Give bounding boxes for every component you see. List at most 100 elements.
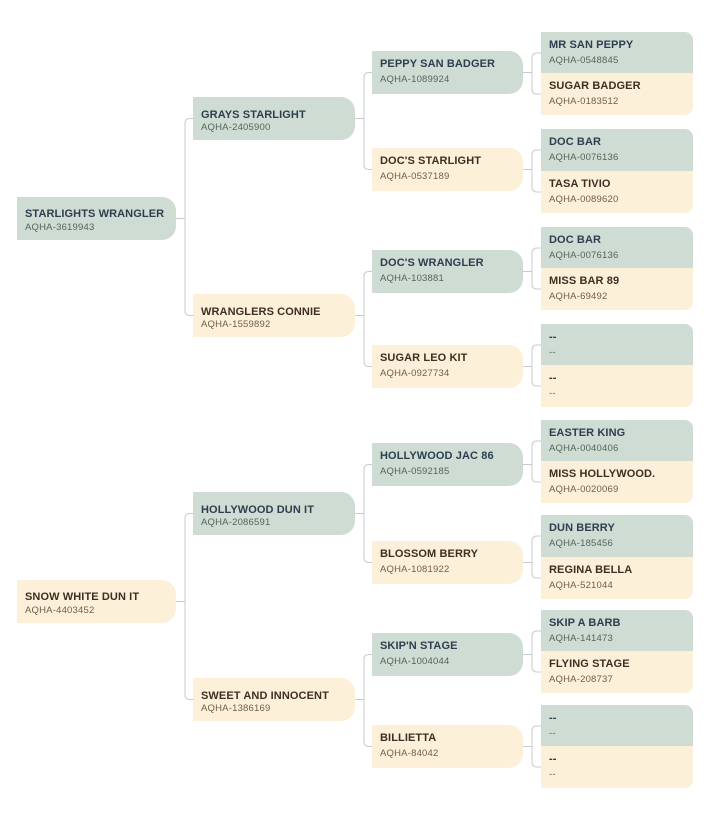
dam-sire-1-registration: AQHA-103881 — [380, 273, 444, 284]
great-grandparent-2-7-name: -- — [549, 712, 557, 724]
great-grandparent-1-7-name: -- — [549, 331, 557, 343]
sire-dam-2-registration: AQHA-1081922 — [380, 564, 450, 575]
great-grandparent-2-1-card[interactable]: EASTER KING AQHA-0040406 — [541, 420, 693, 462]
great-grandparent-2-2-name: MISS HOLLYWOOD. — [549, 468, 656, 480]
sire-dam-2-card[interactable]: BLOSSOM BERRY AQHA-1081922 — [372, 541, 523, 584]
dam-sire-2-card[interactable]: SKIP'N STAGE AQHA-1004044 — [372, 633, 523, 676]
great-grandparent-2-6-registration: AQHA-208737 — [549, 674, 613, 685]
sire-2-name: HOLLYWOOD DUN IT — [201, 504, 315, 516]
subject-2-card[interactable]: SNOW WHITE DUN IT AQHA-4403452 — [17, 580, 176, 623]
dam-dam-1-name: SUGAR LEO KIT — [380, 352, 468, 364]
dam-2-name: SWEET AND INNOCENT — [201, 690, 329, 702]
dam-sire-2-name: SKIP'N STAGE — [380, 640, 458, 652]
subject-1-name: STARLIGHTS WRANGLER — [25, 208, 165, 220]
great-grandparent-2-7-card[interactable]: -- -- — [541, 705, 693, 747]
great-grandparent-2-8-name: -- — [549, 753, 557, 765]
sire-sire-2-card[interactable]: HOLLYWOOD JAC 86 AQHA-0592185 — [372, 443, 523, 486]
connector-gp-2-1 — [523, 440, 541, 483]
sire-2-registration: AQHA-2086591 — [201, 517, 271, 528]
sire-dam-2-name: BLOSSOM BERRY — [380, 548, 479, 560]
sire-dam-1-registration: AQHA-0537189 — [380, 171, 450, 182]
sire-sire-1-card[interactable]: PEPPY SAN BADGER AQHA-1089924 — [372, 51, 523, 94]
dam-dam-2-name: BILLIETTA — [380, 732, 437, 744]
great-grandparent-1-3-registration: AQHA-0076136 — [549, 152, 619, 163]
great-grandparent-2-2-card[interactable]: MISS HOLLYWOOD. AQHA-0020069 — [541, 461, 693, 503]
connector-gp-2-2 — [523, 535, 541, 579]
sire-sire-2-name: HOLLYWOOD JAC 86 — [380, 450, 494, 462]
great-grandparent-2-3-card[interactable]: DUN BERRY AQHA-185456 — [541, 515, 693, 557]
sire-sire-1-name: PEPPY SAN BADGER — [380, 58, 496, 70]
great-grandparent-2-5-card[interactable]: SKIP A BARB AQHA-141473 — [541, 610, 693, 652]
great-grandparent-1-1-name: MR SAN PEPPY — [549, 39, 634, 51]
dam-1-registration: AQHA-1559892 — [201, 319, 271, 330]
great-grandparent-2-4-card[interactable]: REGINA BELLA AQHA-521044 — [541, 557, 693, 599]
connector-gp-2-4 — [523, 725, 541, 768]
connector-subject-2 — [176, 513, 193, 700]
dam-1-name: WRANGLERS CONNIE — [201, 306, 321, 318]
sire-dam-1-name: DOC'S STARLIGHT — [380, 155, 482, 167]
great-grandparent-1-2-card[interactable]: SUGAR BADGER AQHA-0183512 — [541, 73, 693, 115]
great-grandparent-2-1-registration: AQHA-0040406 — [549, 443, 619, 454]
dam-dam-1-card[interactable]: SUGAR LEO KIT AQHA-0927734 — [372, 345, 523, 388]
sire-dam-1-card[interactable]: DOC'S STARLIGHT AQHA-0537189 — [372, 148, 523, 191]
connector-sire-2 — [355, 464, 372, 563]
dam-sire-2-registration: AQHA-1004044 — [380, 656, 450, 667]
great-grandparent-1-1-registration: AQHA-0548845 — [549, 55, 619, 66]
great-grandparent-2-3-registration: AQHA-185456 — [549, 538, 613, 549]
great-grandparent-1-6-name: MISS BAR 89 — [549, 275, 620, 287]
connector-gp-1-3 — [523, 247, 541, 290]
great-grandparent-2-3-name: DUN BERRY — [549, 522, 615, 534]
great-grandparent-1-2-registration: AQHA-0183512 — [549, 96, 619, 107]
great-grandparent-1-3-name: DOC BAR — [549, 136, 602, 148]
connector-gp-1-2 — [523, 149, 541, 193]
great-grandparent-2-2-registration: AQHA-0020069 — [549, 484, 619, 495]
great-grandparent-1-2-name: SUGAR BADGER — [549, 80, 641, 92]
dam-dam-2-card[interactable]: BILLIETTA AQHA-84042 — [372, 725, 523, 768]
sire-1-registration: AQHA-2405900 — [201, 122, 271, 133]
great-grandparent-1-5-card[interactable]: DOC BAR AQHA-0076136 — [541, 227, 693, 269]
great-grandparent-1-8-name: -- — [549, 372, 557, 384]
great-grandparent-1-6-card[interactable]: MISS BAR 89 AQHA-69492 — [541, 268, 693, 310]
sire-1-name: GRAYS STARLIGHT — [201, 109, 306, 121]
sire-sire-2-registration: AQHA-0592185 — [380, 466, 450, 477]
connector-subject-1 — [176, 118, 193, 316]
great-grandparent-1-6-registration: AQHA-69492 — [549, 291, 608, 302]
great-grandparent-2-8-registration: -- — [549, 769, 556, 780]
great-grandparent-1-7-card[interactable]: -- -- — [541, 324, 693, 366]
great-grandparent-1-4-registration: AQHA-0089620 — [549, 194, 619, 205]
subject-2-registration: AQHA-4403452 — [25, 605, 95, 616]
great-grandparent-1-1-card[interactable]: MR SAN PEPPY AQHA-0548845 — [541, 32, 693, 74]
connector-gp-1-1 — [523, 52, 541, 95]
connector-gp-1-4 — [523, 344, 541, 387]
great-grandparent-2-5-registration: AQHA-141473 — [549, 633, 613, 644]
great-grandparent-2-7-registration: -- — [549, 728, 556, 739]
great-grandparent-1-8-registration: -- — [549, 388, 556, 399]
connector-sire-1 — [355, 72, 372, 170]
connector-dam-1 — [355, 271, 372, 367]
great-grandparent-1-5-name: DOC BAR — [549, 234, 602, 246]
great-grandparent-2-4-registration: AQHA-521044 — [549, 580, 613, 591]
great-grandparent-1-3-card[interactable]: DOC BAR AQHA-0076136 — [541, 129, 693, 171]
great-grandparent-2-8-card[interactable]: -- -- — [541, 746, 693, 788]
great-grandparent-2-4-name: REGINA BELLA — [549, 564, 633, 576]
great-grandparent-1-8-card[interactable]: -- -- — [541, 365, 693, 407]
great-grandparent-2-1-name: EASTER KING — [549, 427, 626, 439]
sire-sire-1-registration: AQHA-1089924 — [380, 74, 450, 85]
subject-2-name: SNOW WHITE DUN IT — [25, 591, 140, 603]
great-grandparent-2-5-name: SKIP A BARB — [549, 617, 621, 629]
dam-dam-2-registration: AQHA-84042 — [380, 748, 439, 759]
great-grandparent-1-7-registration: -- — [549, 347, 556, 358]
great-grandparent-1-5-registration: AQHA-0076136 — [549, 250, 619, 261]
connector-gp-2-3 — [523, 630, 541, 673]
dam-dam-1-registration: AQHA-0927734 — [380, 368, 450, 379]
